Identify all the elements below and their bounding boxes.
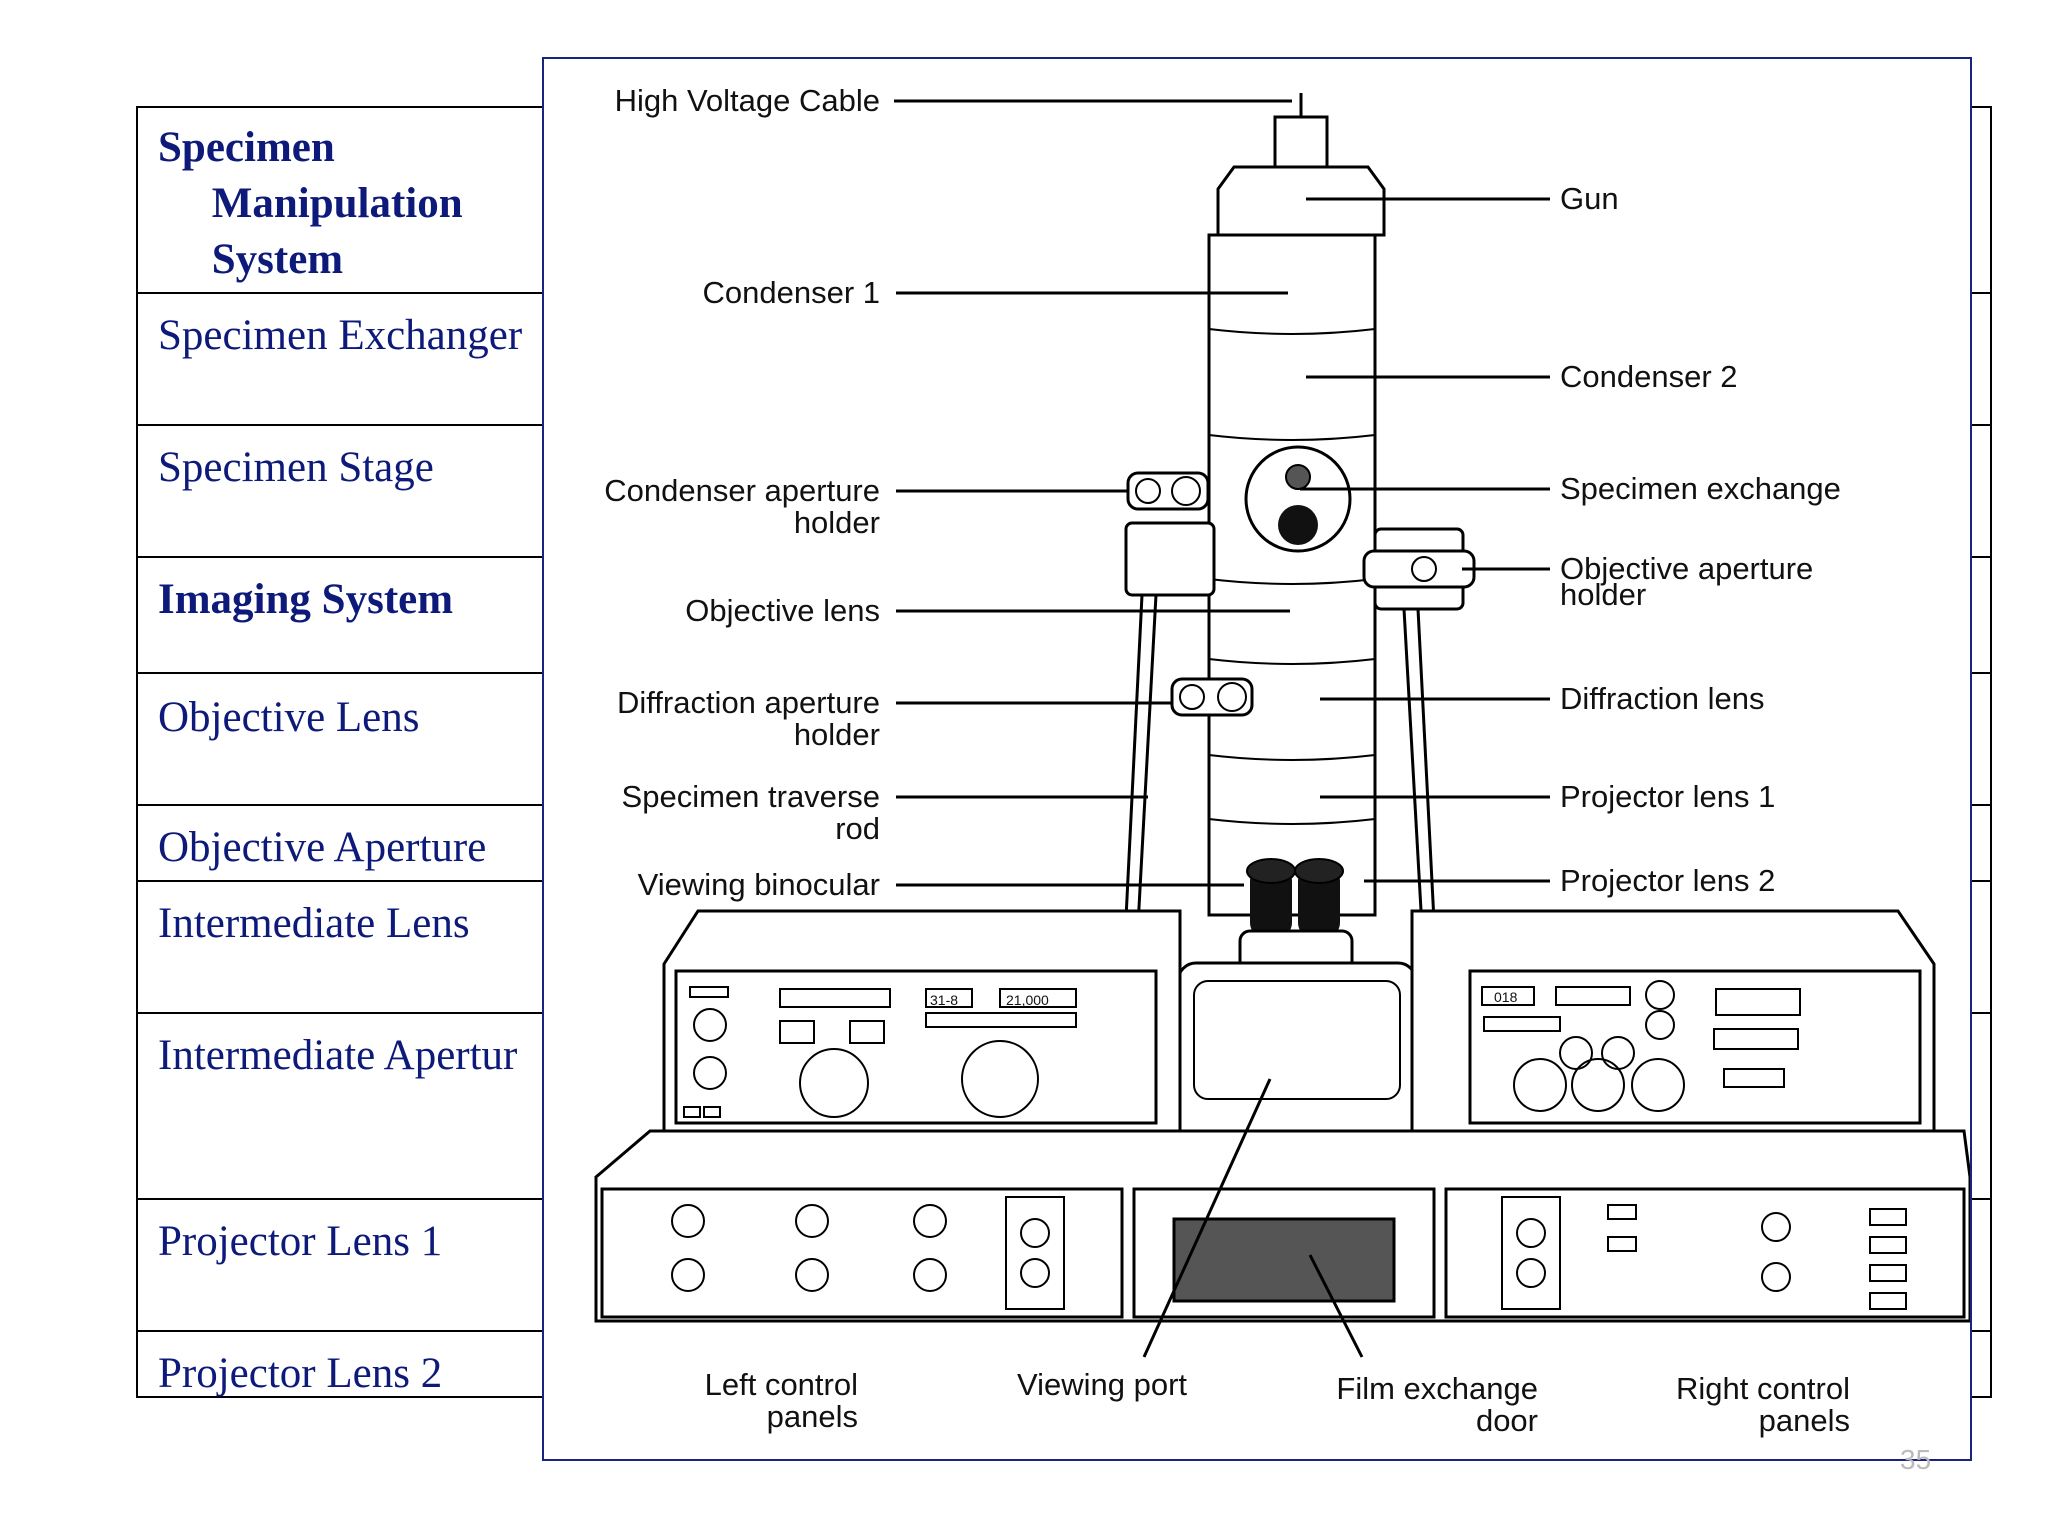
diffraction-aperture-holder bbox=[1170, 677, 1254, 717]
label-film-exchange-door-2: door bbox=[1476, 1403, 1538, 1438]
specimen-exchange-port bbox=[1244, 445, 1352, 553]
bottom-callout-labels: Left control panels Viewing port Film ex… bbox=[705, 1367, 1850, 1438]
label-condenser-1: Condenser 1 bbox=[702, 275, 880, 310]
table-cell-projector-lens-2: Projector Lens 2 bbox=[158, 1350, 443, 1397]
label-high-voltage-cable: High Voltage Cable bbox=[615, 83, 880, 118]
label-specimen-traverse-rod-2: rod bbox=[835, 811, 880, 846]
label-objective-aperture-holder-2: holder bbox=[1560, 577, 1646, 612]
table-cell-imaging-system: Imaging System bbox=[158, 576, 454, 623]
label-right-control-panels-2: panels bbox=[1759, 1403, 1850, 1438]
left-upper-panel bbox=[674, 969, 1158, 1125]
table-cell-specimen-stage: Specimen Stage bbox=[158, 444, 434, 491]
microscope-column bbox=[1098, 93, 1476, 1147]
label-left-control-panels-2: panels bbox=[767, 1399, 858, 1434]
table-cell-specimen-exchanger: Specimen Exchanger bbox=[158, 312, 523, 359]
console: 31-8 21,000 018 bbox=[594, 909, 1972, 1323]
label-gun: Gun bbox=[1560, 181, 1619, 216]
svg-text:21,000: 21,000 bbox=[1006, 992, 1049, 1008]
label-diffraction-aperture-holder-1: Diffraction aperture bbox=[617, 685, 880, 720]
tem-diagram-panel: 31-8 21,000 018 bbox=[542, 57, 1972, 1461]
label-projector-lens-2: Projector lens 2 bbox=[1560, 863, 1775, 898]
label-viewing-binocular: Viewing binocular bbox=[638, 867, 880, 902]
viewing-binocular bbox=[1238, 858, 1354, 973]
page-number: 35 bbox=[1900, 1444, 1932, 1475]
table-cell-intermediate-lens: Intermediate Lens bbox=[158, 900, 470, 947]
svg-text:018: 018 bbox=[1494, 989, 1518, 1005]
left-callout-labels: High Voltage Cable Condenser 1 Condenser… bbox=[604, 83, 880, 902]
label-left-control-panels-1: Left control bbox=[705, 1367, 858, 1402]
label-condenser-2: Condenser 2 bbox=[1560, 359, 1738, 394]
column-body bbox=[1207, 233, 1377, 917]
viewing-chamber bbox=[1176, 961, 1418, 1147]
table-cell-projector-lens-1: Projector Lens 1 bbox=[158, 1218, 443, 1265]
film-exchange-door bbox=[1172, 1217, 1396, 1303]
label-specimen-traverse-rod-1: Specimen traverse bbox=[622, 779, 880, 814]
label-specimen-exchange: Specimen exchange bbox=[1560, 471, 1841, 506]
label-diffraction-aperture-holder-2: holder bbox=[794, 717, 880, 752]
label-viewing-port: Viewing port bbox=[1017, 1367, 1187, 1402]
right-callout-labels: Gun Condenser 2 Specimen exchange Object… bbox=[1560, 181, 1841, 898]
svg-text:31-8: 31-8 bbox=[930, 992, 958, 1008]
label-objective-lens: Objective lens bbox=[685, 593, 880, 628]
label-diffraction-lens: Diffraction lens bbox=[1560, 681, 1764, 716]
right-upper-panel bbox=[1468, 969, 1922, 1125]
callout-lines bbox=[894, 99, 1550, 1358]
label-objective-aperture-holder-1: Objective aperture bbox=[1560, 551, 1813, 586]
label-film-exchange-door-1: Film exchange bbox=[1336, 1371, 1538, 1406]
label-condenser-aperture-holder-2: holder bbox=[794, 505, 880, 540]
tem-diagram: 31-8 21,000 018 bbox=[594, 83, 1972, 1438]
label-condenser-aperture-holder-1: Condenser aperture bbox=[604, 473, 880, 508]
table-cell-intermediate-aperture: Intermediate Apertur bbox=[158, 1032, 518, 1079]
label-projector-lens-1: Projector lens 1 bbox=[1560, 779, 1775, 814]
label-right-control-panels-1: Right control bbox=[1676, 1371, 1850, 1406]
condenser-aperture-holder bbox=[1126, 471, 1210, 511]
left-side-block bbox=[1124, 521, 1216, 597]
table-cell-objective-lens: Objective Lens bbox=[158, 694, 420, 741]
gun bbox=[1216, 165, 1386, 237]
left-lower-panel bbox=[600, 1187, 1124, 1319]
table-cell-objective-aperture: Objective Aperture bbox=[158, 824, 487, 871]
objective-aperture-holder bbox=[1362, 527, 1476, 611]
table-cell-specimen-manipulation-system: Specimen Manipulation System bbox=[158, 124, 463, 283]
high-voltage-connector bbox=[1273, 115, 1329, 169]
